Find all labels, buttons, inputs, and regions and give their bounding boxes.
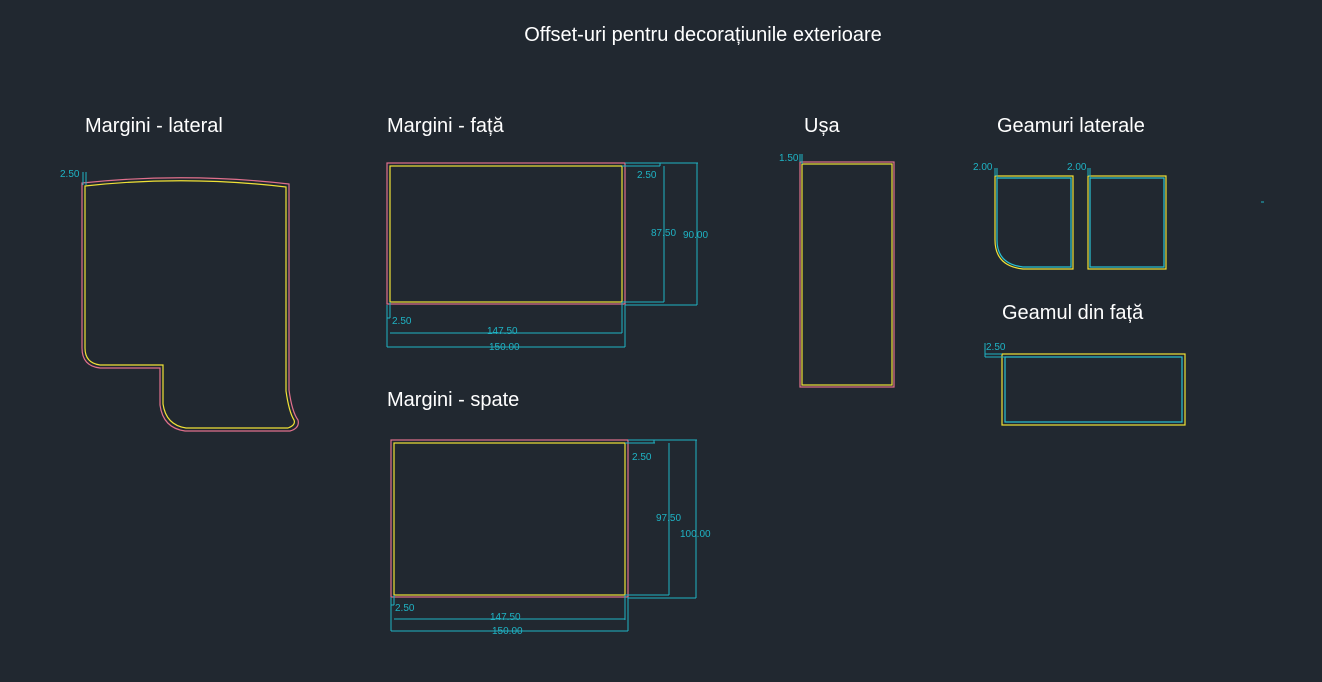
back-outer-rect [390,439,629,598]
back-outer-width-label: 150.00 [492,626,523,637]
back-offset-rect [393,442,626,596]
front-window-outer [1001,353,1186,426]
side-window-left-offset-label: 2.00 [973,162,993,173]
side-window-right-inner [1089,177,1165,268]
heading-front: Margini - față [387,115,505,137]
door-outer-rect [799,161,895,388]
front-outer-height-label: 90.00 [683,230,708,241]
door-offset-rect [801,163,893,386]
heading-lateral: Margini - lateral [85,115,223,137]
side-window-left-outer [994,175,1074,270]
lateral-outer-outline [81,177,299,432]
lateral-offset-outline [84,180,295,429]
front-offset-rect [389,165,623,303]
back-shape: 2.50 97.50 100.00 2.50 147.50 150.00 [390,439,711,637]
back-offset-top-label: 2.50 [632,452,652,463]
heading-front-window: Geamul din față [1002,302,1144,324]
front-outer-rect [386,162,626,305]
side-window-right-offset-label: 2.00 [1067,162,1087,173]
door-offset-label: 1.50 [779,153,799,164]
front-shape: 2.50 87.50 90.00 2.50 147.50 150.00 [386,162,708,353]
lateral-shape: 2.50 [60,169,299,432]
back-outer-height-label: 100.00 [680,529,711,540]
side-window-right-outer [1087,175,1167,270]
front-offset-top-label: 2.50 [637,170,657,181]
heading-door: Ușa [804,115,840,137]
heading-back: Margini - spate [387,389,519,411]
front-inner-height-label: 87.50 [651,228,676,239]
front-dimensions [386,162,698,348]
back-inner-width-label: 147.50 [490,612,521,623]
door-shape: 1.50 [779,153,895,388]
back-offset-left-label: 2.50 [395,603,415,614]
lateral-offset-label: 2.50 [60,169,80,180]
front-window-offset-label: 2.50 [986,342,1006,353]
front-window-shape: 2.50 [984,342,1186,426]
side-window-left: 2.00 [973,162,1074,270]
drawing-title: Offset-uri pentru decorațiunile exterioa… [524,24,882,46]
heading-side-windows: Geamuri laterale [997,115,1145,137]
front-outer-width-label: 150.00 [489,342,520,353]
front-window-inner [1004,356,1183,423]
side-window-left-inner [996,177,1072,268]
side-window-right: 2.00 [1067,162,1167,270]
front-offset-left-label: 2.50 [392,316,412,327]
back-dimensions [390,439,697,632]
back-inner-height-label: 97.50 [656,513,681,524]
front-inner-width-label: 147.50 [487,326,518,337]
